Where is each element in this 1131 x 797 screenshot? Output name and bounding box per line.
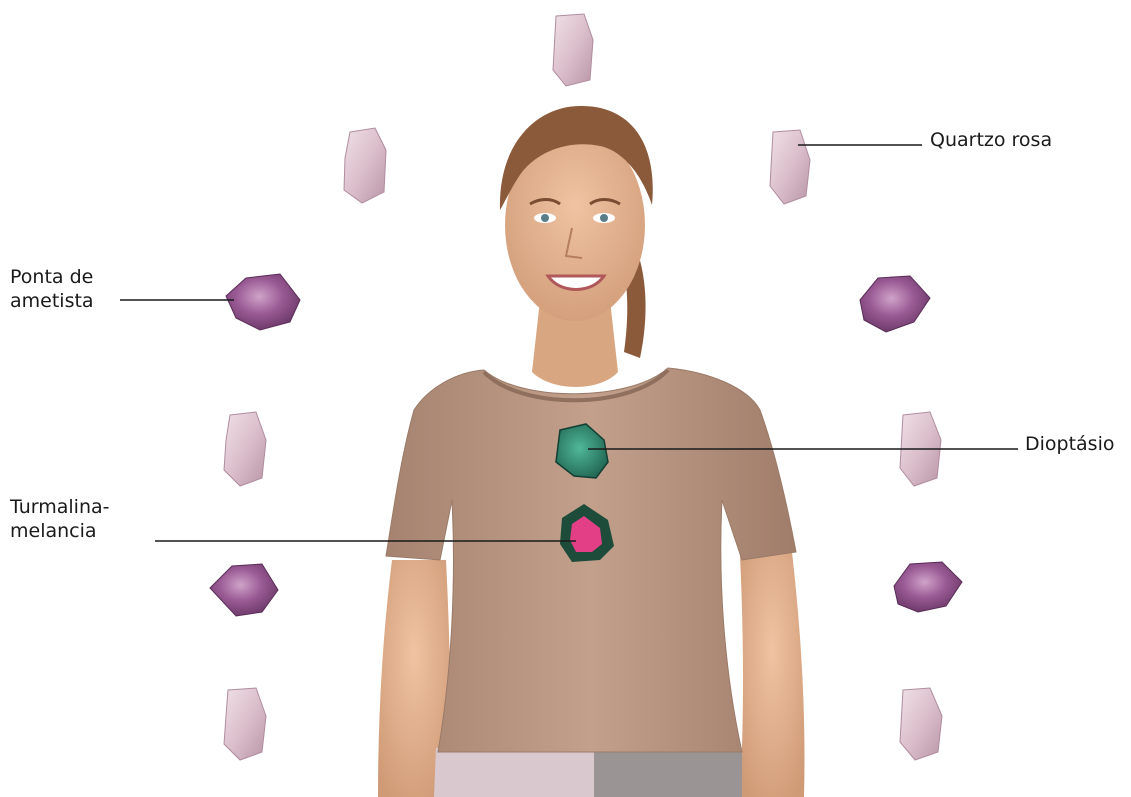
label-quartzo-rosa: Quartzo rosa (930, 128, 1052, 152)
rose-quartz-upper-right (770, 130, 810, 204)
label-line-1: Turmalina- (10, 495, 110, 519)
amethyst-lower-right (894, 562, 962, 612)
rose-quartz-low-right (900, 688, 942, 760)
label-turmalina-melancia: Turmalina- melancia (10, 495, 110, 543)
label-dioptasio: Dioptásio (1025, 432, 1115, 456)
left-iris (541, 214, 549, 222)
label-line-2: ametista (10, 289, 94, 313)
rose-quartz-mid-left (224, 412, 266, 486)
label-text: Dioptásio (1025, 432, 1115, 456)
amethyst-upper-left (226, 274, 300, 330)
right-iris (600, 214, 608, 222)
rose-quartz-top (553, 14, 593, 86)
pants-pocket (594, 752, 742, 797)
label-ponta-de-ametista: Ponta de ametista (10, 265, 94, 313)
label-line-1: Ponta de (10, 265, 94, 289)
amethyst-lower-left (210, 564, 278, 616)
label-line-2: melancia (10, 519, 110, 543)
right-arm (740, 552, 805, 797)
amethyst-upper-right (860, 276, 930, 332)
rose-quartz-upper-left (344, 128, 386, 203)
rose-quartz-low-left (224, 688, 266, 760)
label-text: Quartzo rosa (930, 128, 1052, 152)
